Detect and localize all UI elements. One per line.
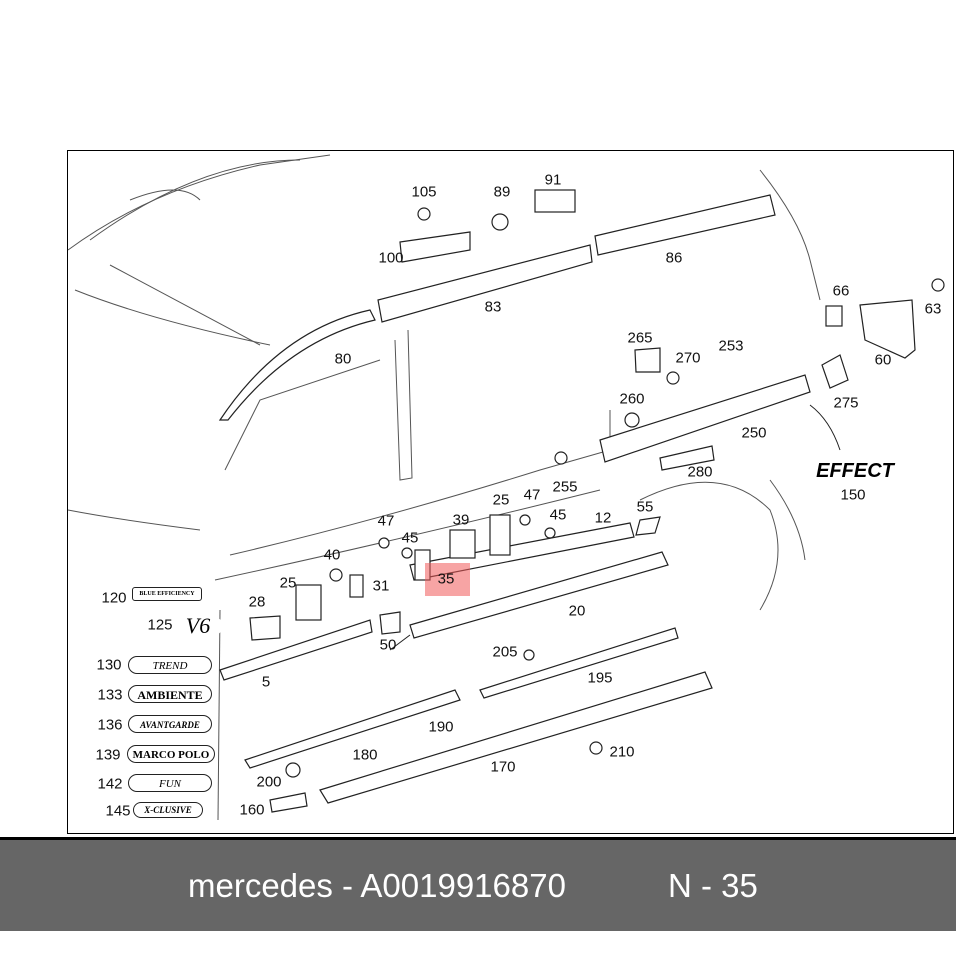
callout-260[interactable]: 260: [619, 390, 645, 408]
callout-120[interactable]: 120: [101, 589, 127, 607]
callout-45[interactable]: 45: [549, 506, 567, 524]
callout-205[interactable]: 205: [492, 643, 518, 661]
caption-bar: mercedes - A0019916870 N - 35: [0, 837, 956, 931]
leader-lines: [389, 404, 841, 651]
callout-190[interactable]: 190: [428, 718, 454, 736]
fasteners: [285, 189, 945, 778]
badge-xclusive: X-CLUSIVE: [133, 802, 203, 818]
highlighted-part-35: [425, 563, 470, 596]
callout-25[interactable]: 25: [492, 491, 510, 509]
callout-80[interactable]: 80: [334, 350, 352, 368]
badge-effect: EFFECT: [800, 461, 910, 481]
callout-25[interactable]: 25: [279, 574, 297, 592]
callout-180[interactable]: 180: [352, 746, 378, 764]
callout-139[interactable]: 139: [95, 746, 121, 764]
callout-31[interactable]: 31: [372, 577, 390, 595]
badge-marco-polo: MARCO POLO: [127, 745, 215, 763]
callout-133[interactable]: 133: [97, 686, 123, 704]
callout-200[interactable]: 200: [256, 773, 282, 791]
position-caption: N - 35: [668, 866, 758, 904]
callout-210[interactable]: 210: [609, 743, 635, 761]
callout-275[interactable]: 275: [833, 394, 859, 412]
diagram-frame: [67, 150, 954, 834]
callout-83[interactable]: 83: [484, 298, 502, 316]
callout-12[interactable]: 12: [594, 509, 612, 527]
callout-105[interactable]: 105: [411, 183, 437, 201]
callout-89[interactable]: 89: [493, 183, 511, 201]
callout-136[interactable]: 136: [97, 716, 123, 734]
callout-195[interactable]: 195: [587, 669, 613, 687]
callout-20[interactable]: 20: [568, 602, 586, 620]
callout-253[interactable]: 253: [718, 337, 744, 355]
badge-avantgarde: AVANTGARDE: [128, 715, 212, 733]
callout-86[interactable]: 86: [665, 249, 683, 267]
callout-55[interactable]: 55: [636, 498, 654, 516]
callout-170[interactable]: 170: [490, 758, 516, 776]
callout-39[interactable]: 39: [452, 511, 470, 529]
badge-fun: FUN: [128, 774, 212, 792]
callout-5[interactable]: 5: [261, 673, 271, 691]
part-number-caption: mercedes - A0019916870: [188, 866, 566, 904]
callout-45[interactable]: 45: [401, 529, 419, 547]
callout-50[interactable]: 50: [379, 636, 397, 654]
callout-150[interactable]: 150: [840, 486, 866, 504]
car-body-outline: [67, 154, 821, 821]
callout-47[interactable]: 47: [523, 486, 541, 504]
callout-270[interactable]: 270: [675, 349, 701, 367]
trim-strips: [218, 194, 916, 813]
callout-47[interactable]: 47: [377, 512, 395, 530]
callout-100[interactable]: 100: [378, 249, 404, 267]
callout-250[interactable]: 250: [741, 424, 767, 442]
badge-v6: V6: [173, 615, 223, 637]
callout-91[interactable]: 91: [544, 171, 562, 189]
callout-142[interactable]: 142: [97, 775, 123, 793]
callout-160[interactable]: 160: [239, 801, 265, 819]
callout-145[interactable]: 145: [105, 802, 131, 820]
callout-28[interactable]: 28: [248, 593, 266, 611]
callout-66[interactable]: 66: [832, 282, 850, 300]
callout-35[interactable]: 35: [437, 570, 455, 588]
callout-40[interactable]: 40: [323, 546, 341, 564]
callout-255[interactable]: 255: [552, 478, 578, 496]
badge-trend: TREND: [128, 656, 212, 674]
callout-265[interactable]: 265: [627, 329, 653, 347]
callout-63[interactable]: 63: [924, 300, 942, 318]
callout-280[interactable]: 280: [687, 463, 713, 481]
callout-125[interactable]: 125: [147, 616, 173, 634]
badge-ambiente: AMBIENTE: [128, 685, 212, 703]
badge-blueefficiency: BLUE EFFICIENCY: [132, 587, 202, 601]
callout-130[interactable]: 130: [96, 656, 122, 674]
callout-60[interactable]: 60: [874, 351, 892, 369]
